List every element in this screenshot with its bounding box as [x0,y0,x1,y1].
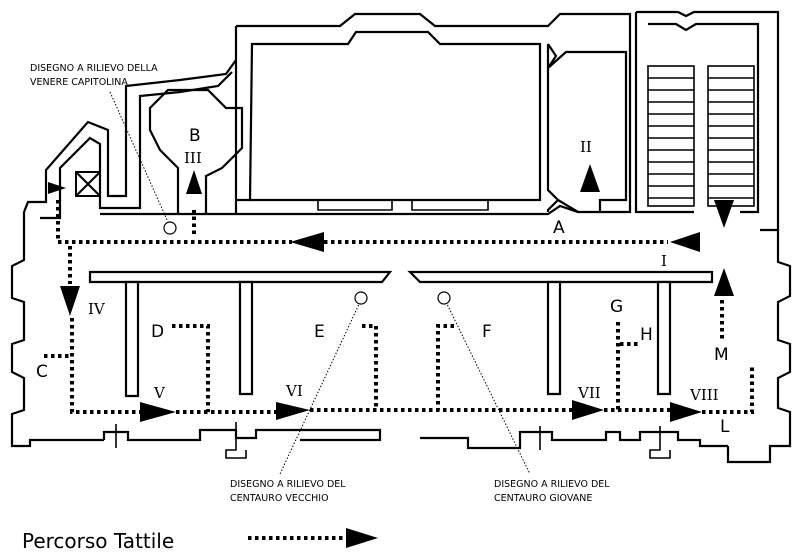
arrow-vi-right [276,402,310,420]
route-l-branch [702,366,754,414]
stop-label-v: V [153,384,166,402]
stop-labels: I II III IV V VI VII VIII [88,138,719,404]
gallery-top-wall-right [407,270,714,284]
stop-label-vi: VI [285,382,303,400]
bottom-buttress-details [115,422,671,459]
marker-venere [163,221,177,235]
stop-label-iii: III [184,149,202,167]
note-vecchio-line1: DISEGNO A RILIEVO DEL [230,479,346,490]
bottom-outer-wall [102,428,728,450]
room-label-b: B [189,126,201,146]
note-vecchio-line2: CENTAURO VECCHIO [230,493,329,504]
room-label-l: L [720,417,730,437]
arrow-v-right [140,402,176,422]
note-giovane-line1: DISEGNO A RILIEVO DEL [494,479,610,490]
relief-notes: DISEGNO A RILIEVO DELLA VENERE CAPITOLIN… [30,63,610,504]
gallery-top-wall-left [88,270,393,284]
corridor-upper-wall [100,204,598,216]
hall-window-niches [317,200,489,211]
entrance-box-icon [75,171,101,197]
arrow-entry-right [48,182,66,194]
route-f-branch [436,324,454,410]
room-label-f: F [482,322,492,342]
partition-4 [656,280,672,396]
stair-steps [647,65,755,207]
stop-label-viii: VIII [689,386,719,404]
right-outer-wall [726,230,792,464]
room-label-e: E [314,322,325,342]
arrow-ii-up [580,164,600,192]
route-e-branch [362,324,378,410]
legend: Percorso Tattile [22,528,378,553]
arrow-vii-right [572,400,604,420]
stop-label-ii: II [580,138,592,156]
note-venere-line2: VENERE CAPITOLINA [30,77,128,88]
partition-1 [124,280,140,398]
room-label-m: M [714,345,729,365]
legend-label: Percorso Tattile [22,529,174,553]
room-b-wall [148,88,244,214]
arrow-viii-right [670,402,702,422]
arrow-corridor-left [290,232,324,252]
leader-giovane [445,301,531,475]
stop-label-vii: VII [577,384,601,402]
arrow-stairs-down [714,200,734,228]
room-labels: B A C D E F G H L M [36,126,730,437]
route-left-lower [70,318,140,414]
room-label-c: C [36,362,48,382]
relief-markers [109,91,531,475]
room-label-h: H [640,325,653,345]
partition-2 [238,280,254,396]
room-label-a: A [553,218,565,238]
marker-giovane [437,291,451,305]
legend-arrow [346,528,378,548]
stop-label-i: I [661,252,667,270]
building-walls [10,10,792,464]
left-upper-wall [22,59,237,213]
left-outer-wall [10,212,104,448]
tactile-route [44,200,754,414]
note-venere-line1: DISEGNO A RILIEVO DELLA [30,63,158,74]
partition-3 [546,280,562,396]
marker-vecchio [354,291,368,305]
arrow-i-left [670,232,700,252]
route-d-branch [172,324,210,412]
arrow-iv-down [60,286,80,316]
route-entry [56,200,292,244]
room-label-d: D [151,322,164,342]
hall-door-left [234,26,250,214]
stop-label-iv: IV [88,300,106,318]
note-giovane-line2: CENTAURO GIOVANE [494,493,592,504]
arrow-m-up [714,268,734,296]
route-arrows [48,164,734,422]
main-hall-outer-wall [236,12,632,214]
main-hall-inner-wall [248,30,542,202]
arrow-iii-up [186,170,202,194]
room-label-g: G [610,297,623,317]
leader-venere [109,91,169,223]
